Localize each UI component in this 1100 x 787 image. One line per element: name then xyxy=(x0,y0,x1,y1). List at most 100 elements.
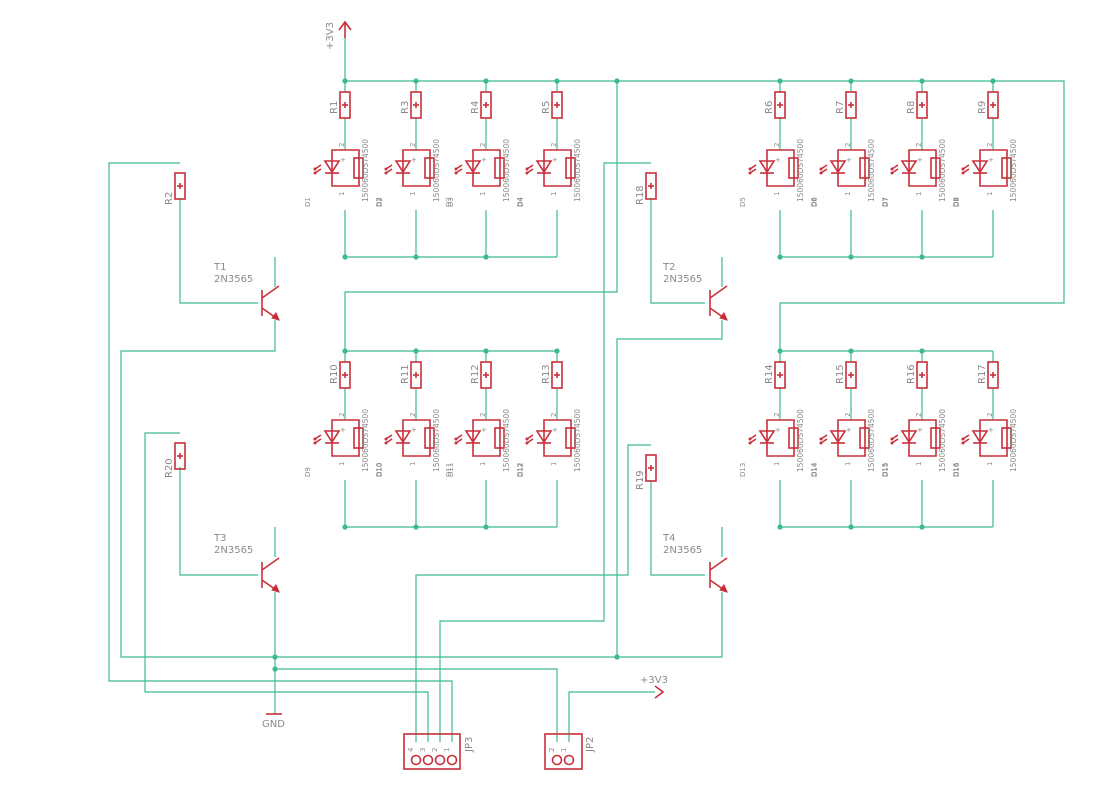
base-resistor-r2: R2 xyxy=(164,172,186,205)
light-arrow-head xyxy=(525,437,529,441)
junction-dot xyxy=(919,78,925,84)
internal-resistor xyxy=(565,157,576,179)
diode-triangle xyxy=(464,160,482,174)
led-value-label: 150060DS74500 xyxy=(432,409,441,472)
light-arrow-head xyxy=(961,167,965,171)
light-arrow-head xyxy=(454,167,458,171)
led-value-label: 150060DS74500 xyxy=(361,139,370,202)
led-name-label: D5 xyxy=(739,197,747,207)
junction-dot xyxy=(777,348,783,354)
led-value-label: 150060DS74500 xyxy=(796,409,805,472)
anode-pin-label: 2 xyxy=(409,143,417,147)
light-arrow-head xyxy=(819,167,823,171)
cathode-pin-label: 1 xyxy=(915,462,923,466)
series-resistor: R5 xyxy=(541,91,563,119)
plus-label: + xyxy=(775,156,781,164)
diode-triangle xyxy=(394,430,412,444)
junction-dot xyxy=(272,654,278,660)
cathode-pin-label: 1 xyxy=(986,462,994,466)
led-name-label: D9 xyxy=(304,467,312,477)
junction-dot xyxy=(413,348,419,354)
cathode-pin-label: 1 xyxy=(773,192,781,196)
led-frame xyxy=(766,419,780,457)
led-frame xyxy=(979,149,993,187)
series-resistor-label: R16 xyxy=(906,364,917,384)
light-arrow-head xyxy=(890,167,894,171)
series-resistor: R3 xyxy=(400,91,422,119)
diode-triangle xyxy=(323,430,341,444)
jp2-connector: 2 1 JP2 xyxy=(544,733,596,770)
plus-label: + xyxy=(988,426,994,434)
led-frame xyxy=(472,149,486,187)
junction-dot xyxy=(483,254,489,260)
internal-resistor xyxy=(424,157,435,179)
resistor-body xyxy=(845,91,857,119)
wire xyxy=(144,432,429,742)
light-arrow-head xyxy=(961,171,965,175)
junction-dot xyxy=(483,524,489,530)
junction-dot xyxy=(848,254,854,260)
light-arrow-head xyxy=(454,441,458,445)
led-name-label: D16 xyxy=(952,462,960,477)
junction-dot xyxy=(614,654,620,660)
diode-triangle xyxy=(323,160,341,174)
plus-label: + xyxy=(775,426,781,434)
diode-triangle xyxy=(900,430,918,444)
junction-dot xyxy=(413,78,419,84)
transistor-value: 2N3565 xyxy=(214,545,253,556)
emitter-arrow xyxy=(271,312,280,321)
anode-pin-label: 2 xyxy=(479,413,487,417)
plus-label: + xyxy=(481,156,487,164)
junctions-layer xyxy=(272,78,996,672)
transistor-name: T1 xyxy=(213,262,226,273)
series-resistor-label: R1 xyxy=(329,101,340,114)
light-arrow-head xyxy=(748,437,752,441)
internal-resistor xyxy=(930,157,941,179)
light-arrow-head xyxy=(384,171,388,175)
light-arrow-head xyxy=(384,437,388,441)
led-frame xyxy=(908,149,922,187)
anode-pin-label: 2 xyxy=(986,413,994,417)
internal-resistor xyxy=(788,157,799,179)
led-name-label: D3 xyxy=(445,197,453,207)
diode-triangle xyxy=(900,160,918,174)
cathode-pin-label: 1 xyxy=(479,192,487,196)
series-resistor: R15 xyxy=(835,361,857,389)
light-arrow-head xyxy=(525,167,529,171)
led-frame xyxy=(345,149,360,187)
internal-resistor xyxy=(424,427,435,449)
anode-pin-label: 2 xyxy=(550,413,558,417)
gnd-label: GND xyxy=(262,719,285,730)
series-resistor: R9 xyxy=(977,91,999,119)
base-resistor-r2-label: R2 xyxy=(164,192,175,205)
resistor-body xyxy=(410,361,422,389)
jp2-label: JP2 xyxy=(585,737,596,753)
led-frame xyxy=(979,419,993,457)
led-name-label: D1 xyxy=(304,197,312,207)
internal-resistor xyxy=(1001,427,1012,449)
led-frame xyxy=(851,419,866,457)
junction-dot xyxy=(919,524,925,530)
plus-label: + xyxy=(340,426,346,434)
led-frame xyxy=(780,149,795,187)
junction-dot xyxy=(413,254,419,260)
led-name-label: D8 xyxy=(952,197,960,207)
led-name-label: D11 xyxy=(445,463,453,477)
led-ref-label: D10 xyxy=(376,463,384,477)
internal-resistor xyxy=(353,157,364,179)
jp2-pin-2: 2 xyxy=(548,748,556,752)
junction-dot xyxy=(413,524,419,530)
led-name-label: D2 xyxy=(375,197,383,207)
led-name-label: D15 xyxy=(881,463,889,477)
led-frame xyxy=(416,419,431,457)
cathode-pin-label: 1 xyxy=(338,462,346,466)
base-resistor-r20-label: R20 xyxy=(164,458,175,478)
junction-dot xyxy=(483,78,489,84)
plus-label: + xyxy=(917,156,923,164)
